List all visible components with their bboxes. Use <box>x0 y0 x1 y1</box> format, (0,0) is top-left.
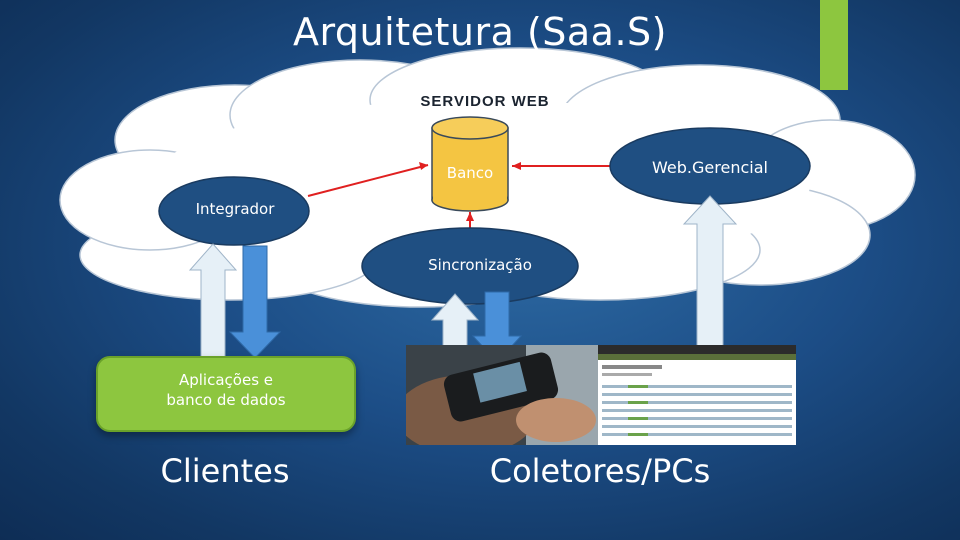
web-gerencial-label: Web.Gerencial <box>652 158 768 177</box>
accent-bar <box>820 0 848 90</box>
coletores-label: Coletores/PCs <box>489 452 711 490</box>
connector-arrowhead <box>419 162 428 170</box>
banco-label: Banco <box>446 164 494 182</box>
software-screen-photo <box>598 345 796 445</box>
connector-banco-integrador <box>307 164 429 197</box>
sincronizacao-label: Sincronização <box>428 256 532 274</box>
banco-cylinder <box>431 116 509 212</box>
integrador-label: Integrador <box>195 200 275 218</box>
apps-label: Aplicações e banco de dados <box>96 370 356 410</box>
connector-arrowhead <box>512 162 521 170</box>
apps-label-line2: banco de dados <box>166 391 286 409</box>
apps-label-line1: Aplicações e <box>178 371 274 389</box>
server-web-label: SERVIDOR WEB <box>420 93 550 110</box>
apps-box <box>96 356 356 432</box>
connector-arrowhead <box>466 212 474 221</box>
handheld-device-photo <box>406 345 598 445</box>
clientes-label: Clientes <box>160 452 290 490</box>
slide-title: Arquitetura (Saa.S) <box>292 10 667 54</box>
sincronizacao-node <box>361 227 579 305</box>
arrow-down-clientes <box>228 245 282 359</box>
integrador-node <box>158 176 310 246</box>
